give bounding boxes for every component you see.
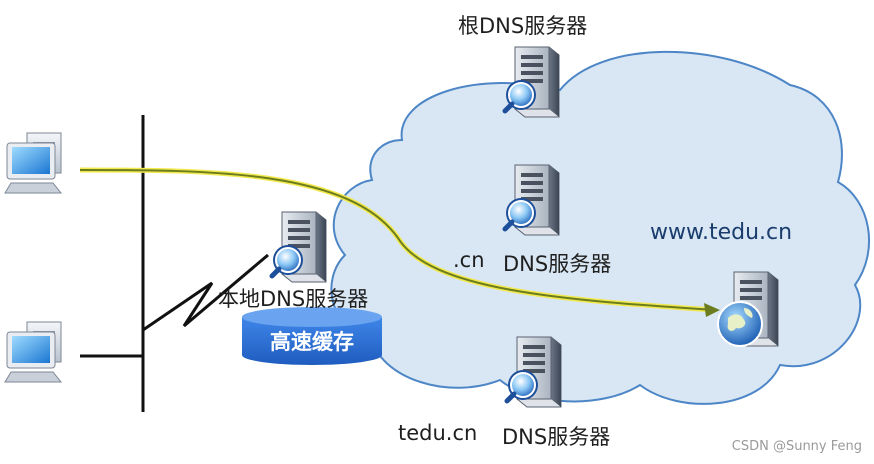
tedu-dns-prefix-label: tedu.cn bbox=[398, 421, 478, 445]
local-dns-label: 本地DNS服务器 bbox=[218, 287, 369, 311]
local-dns-server-icon bbox=[272, 212, 326, 282]
computer-icon bbox=[4, 321, 62, 383]
computer-icon bbox=[4, 132, 62, 194]
cn-dns-prefix-label: .cn bbox=[453, 248, 485, 272]
web-server-label: www.tedu.cn bbox=[650, 220, 793, 245]
globe-server-icon bbox=[717, 271, 779, 347]
wan-link bbox=[142, 253, 269, 332]
cn-dns-label: DNS服务器 bbox=[503, 252, 612, 276]
root-dns-server-icon bbox=[505, 47, 559, 117]
watermark: CSDN @Sunny Feng bbox=[731, 439, 862, 454]
root-dns-label: 根DNS服务器 bbox=[458, 14, 588, 38]
cache-storage bbox=[242, 307, 382, 365]
query-path bbox=[79, 169, 716, 311]
tedu-dns-label: DNS服务器 bbox=[502, 425, 611, 449]
cache-label: 高速缓存 bbox=[270, 330, 354, 354]
query-arrowhead bbox=[704, 303, 720, 317]
